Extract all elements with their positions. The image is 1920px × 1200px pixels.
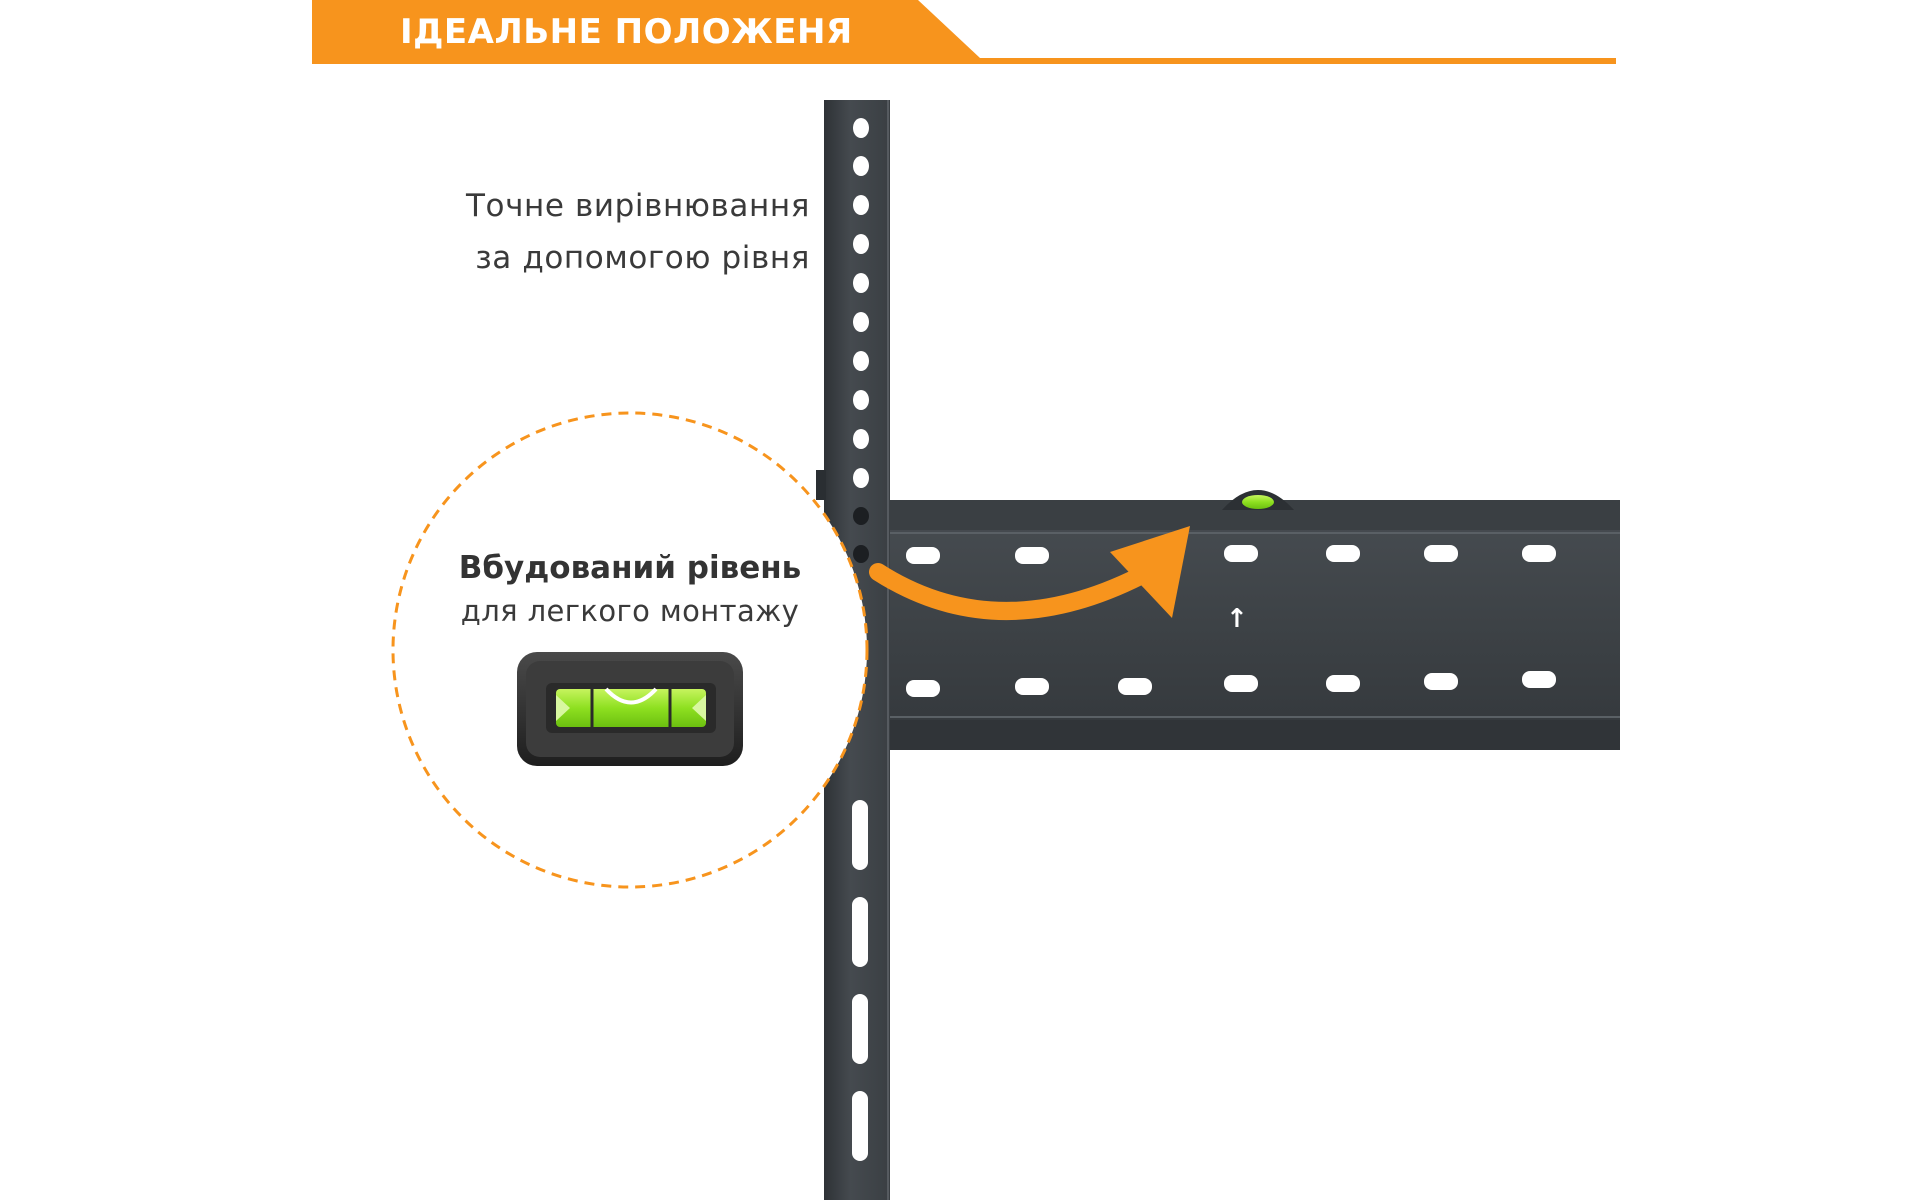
- caption-line-1: Точне вирівнювання: [465, 188, 810, 224]
- alignment-caption: Точне вирівнювання за допомогою рівня: [410, 180, 810, 284]
- caption-line-2: за допомогою рівня: [475, 240, 810, 276]
- bubble-level-icon: [517, 652, 743, 766]
- banner-underline: [312, 58, 1616, 64]
- plate-level-indicator: [1222, 490, 1294, 510]
- rail-holes: [852, 118, 869, 1161]
- up-arrow-icon: ↑: [1226, 604, 1248, 634]
- horizontal-plate: [880, 500, 1620, 750]
- rail-dark-holes: [853, 507, 869, 563]
- callout-circle: [391, 411, 869, 889]
- header-banner: [312, 0, 1616, 64]
- callout-subtitle: для легкого монтажу: [460, 594, 800, 628]
- orange-pointer-arrow: [869, 526, 1190, 620]
- plate-slots: [906, 545, 1556, 697]
- callout-title: Вбудований рівень: [458, 550, 802, 586]
- banner-title: ІДЕАЛЬНЕ ПОЛОЖЕНЯ: [400, 12, 853, 52]
- banner-tab: [312, 0, 980, 58]
